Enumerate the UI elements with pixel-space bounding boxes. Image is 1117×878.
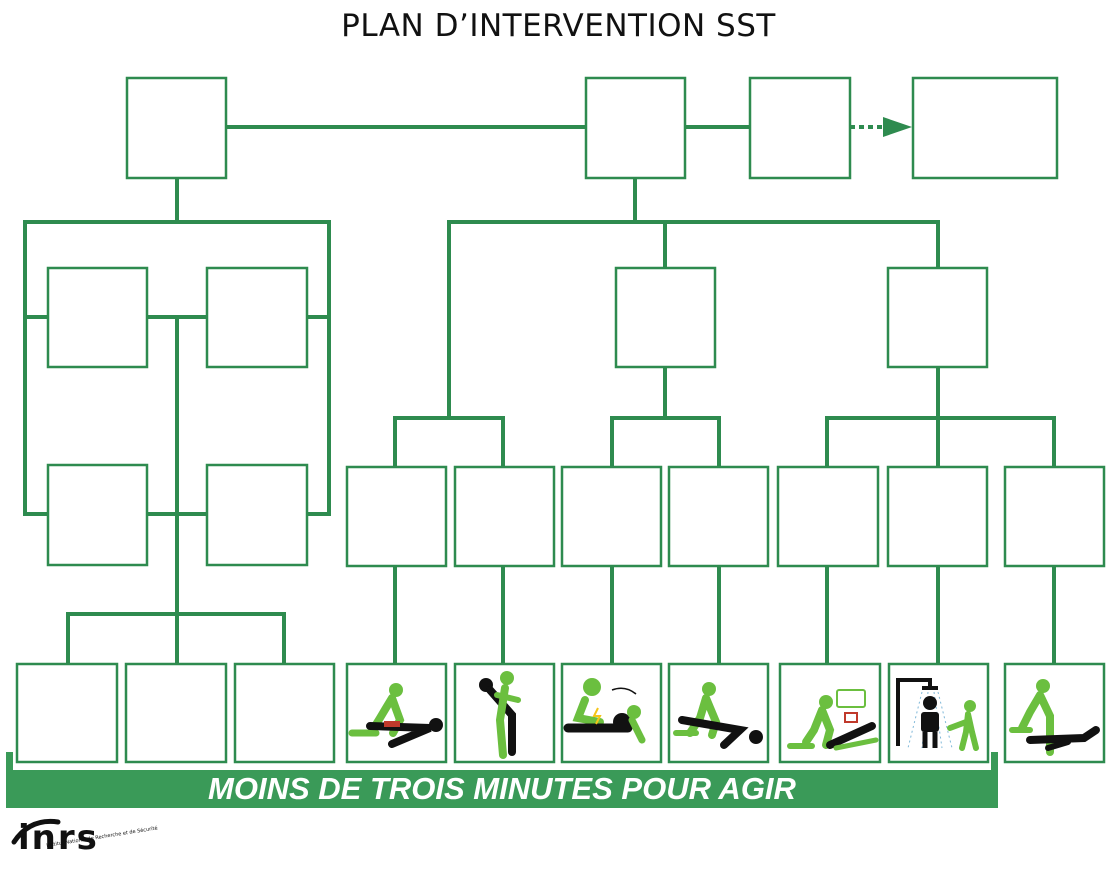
- rescuer-kneeling-victim-lying-icon: [348, 683, 443, 748]
- rescuer-lifting-standing-victim-icon: [479, 671, 521, 759]
- node-level3-6: [886, 465, 989, 568]
- node-level3-7: [1003, 465, 1106, 568]
- pictogram-box-5: [778, 662, 882, 764]
- pictogram-box-4: [667, 662, 770, 764]
- node-bottom-1: [15, 662, 119, 764]
- pictogram-box-3: [560, 662, 663, 764]
- pictogram-box-1: [345, 662, 448, 764]
- rescuer-kneeling-over-victim-icon: [1009, 679, 1100, 756]
- connector-lines: [23, 117, 1056, 664]
- banner-bar: [6, 770, 998, 808]
- banner-text: MOINS DE TROIS MINUTES POUR AGIR: [208, 771, 796, 806]
- node-left-3: [46, 463, 149, 567]
- safety-shower-icon: [896, 678, 979, 751]
- banner-bracket: [6, 752, 998, 808]
- node-top-right: [748, 76, 852, 180]
- node-bottom-3: [233, 662, 336, 764]
- node-bottom-2: [124, 662, 228, 764]
- node-left-1: [46, 266, 149, 369]
- node-level3-2: [453, 465, 556, 568]
- node-level3-5: [776, 465, 880, 568]
- pictogram-box-7: [1003, 662, 1106, 764]
- victim-recovery-position-icon: [673, 682, 763, 749]
- node-right-mid-2: [886, 266, 989, 369]
- node-right-mid-1: [614, 266, 717, 369]
- node-left-2: [205, 266, 309, 369]
- node-top-external: [911, 76, 1059, 180]
- node-level3-1: [345, 465, 448, 568]
- node-level3-4: [667, 465, 770, 568]
- pictogram-box-6: [887, 662, 990, 764]
- alerting-victim-speech-bubble-icon: [787, 689, 879, 751]
- pictogram-box-2: [453, 662, 556, 764]
- node-left-4: [205, 463, 309, 567]
- page-title: PLAN D’INTERVENTION SST: [341, 8, 776, 44]
- node-level3-3: [560, 465, 663, 568]
- node-top-left: [125, 76, 228, 180]
- inrs-logo-word: inrs: [18, 818, 99, 858]
- inrs-logo-mark: [11, 818, 61, 845]
- cardiac-compression-defibrillation-icon: [563, 678, 646, 744]
- node-top-center: [584, 76, 687, 180]
